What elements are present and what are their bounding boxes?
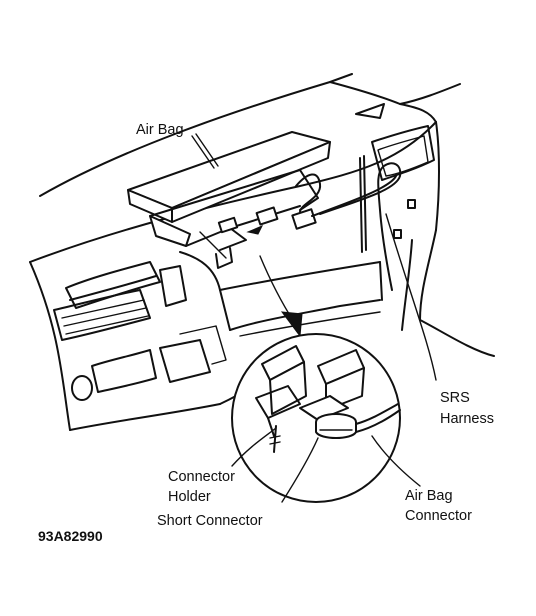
label-connector-holder-line1: Connector <box>168 469 235 485</box>
leader-lines <box>191 133 437 503</box>
label-srs-harness-line1: SRS <box>440 390 470 406</box>
detail-pointer <box>259 255 303 338</box>
label-air-bag-connector-line2: Connector <box>405 508 472 524</box>
detail-callout <box>231 333 401 503</box>
label-air-bag-connector-line1: Air Bag <box>405 488 453 504</box>
right-vent <box>355 103 435 239</box>
figure-code: 93A82990 <box>38 528 103 544</box>
label-short-connector: Short Connector <box>157 513 263 529</box>
label-air-bag: Air Bag <box>136 122 184 138</box>
srs-harness <box>295 155 402 291</box>
label-connector-holder-line2: Holder <box>168 489 211 505</box>
air-bag-module <box>127 131 331 269</box>
label-srs-harness-line2: Harness <box>440 411 494 427</box>
left-vents <box>53 261 227 401</box>
